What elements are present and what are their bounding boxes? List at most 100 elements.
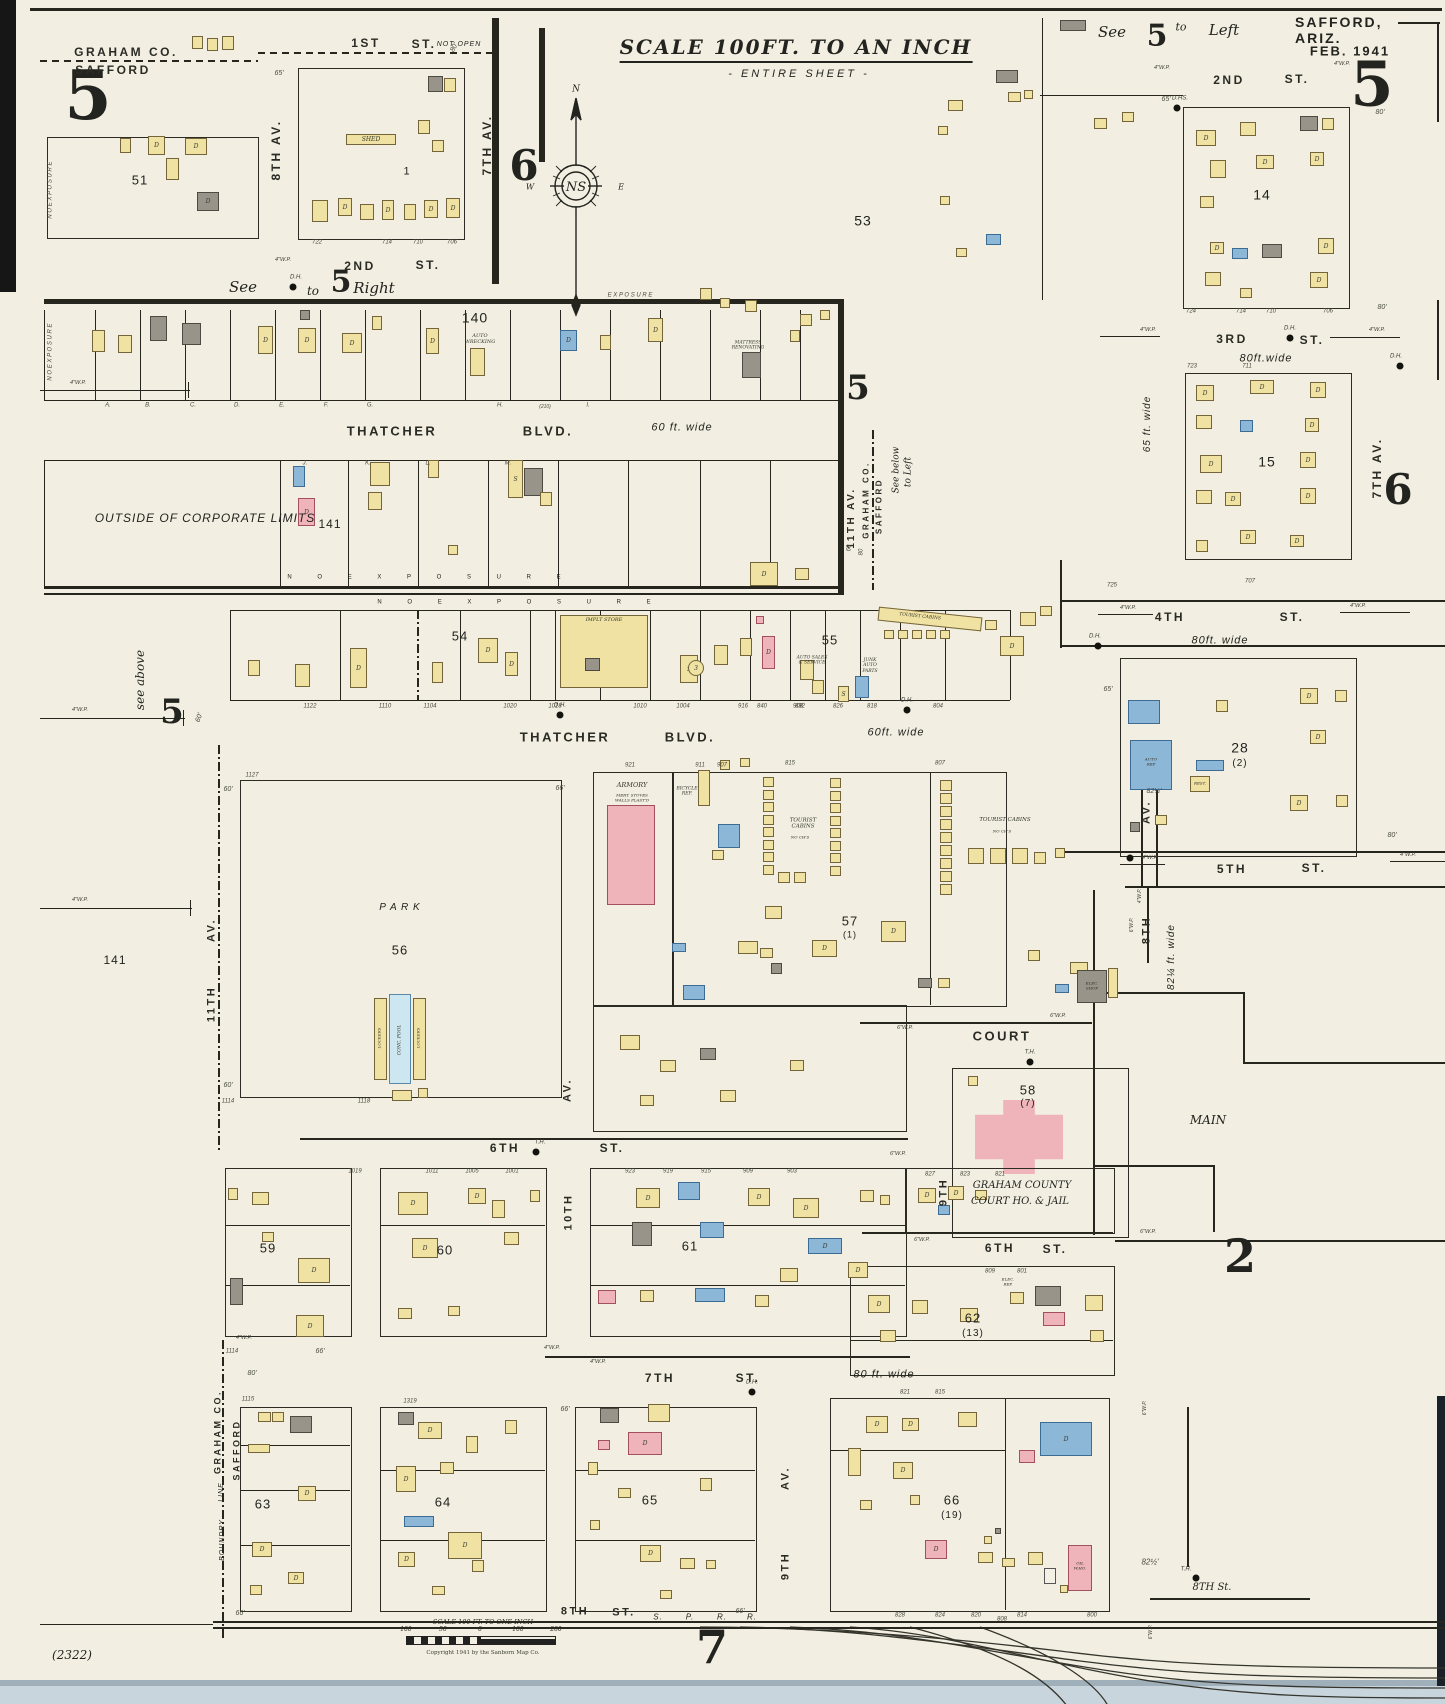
building	[958, 1412, 977, 1427]
map-label: REST.	[1193, 780, 1207, 786]
map-line	[1340, 612, 1410, 613]
map-label: ST.	[735, 1370, 761, 1385]
building	[1035, 1286, 1061, 1306]
map-label: ELEC. REP.	[1001, 1276, 1015, 1286]
map-label: to	[1175, 20, 1187, 34]
map-line	[1120, 864, 1165, 865]
map-line	[590, 1285, 905, 1286]
map-label: 821	[899, 1389, 911, 1396]
map-label: THATCHER	[346, 423, 438, 439]
map-label: 2ND	[1213, 72, 1245, 87]
map-line	[1390, 861, 1445, 862]
building	[763, 777, 774, 787]
building	[392, 1090, 412, 1101]
building	[926, 630, 936, 639]
building	[368, 492, 382, 510]
building: D	[148, 136, 165, 155]
sheet-number-topleft: 5	[64, 56, 112, 136]
map-label: R.	[747, 1612, 757, 1622]
building: D	[640, 1545, 661, 1562]
map-label: 711	[1242, 363, 1252, 370]
map-label: BOUNDRY	[218, 1519, 226, 1561]
building	[524, 468, 543, 496]
building: D	[426, 328, 439, 354]
map-line	[40, 908, 192, 909]
building: D	[1196, 130, 1216, 146]
building: D	[1310, 272, 1328, 288]
map-label: 809	[984, 1268, 996, 1275]
building	[1090, 1330, 1104, 1342]
map-label: 908	[792, 703, 804, 710]
map-label: 2ND	[344, 258, 376, 273]
map-label: 8TH	[560, 1605, 590, 1618]
map-line	[188, 382, 189, 398]
map-label: L.	[425, 460, 431, 467]
map-label: 6	[509, 141, 539, 191]
map-label: 1020	[503, 703, 517, 710]
map-label: D.H.	[1284, 325, 1296, 332]
map-label: See below	[891, 446, 902, 494]
map-label: TOURIST CABINS	[789, 817, 817, 830]
map-line	[225, 1285, 350, 1286]
building: D	[866, 1416, 888, 1433]
map-line	[1213, 1165, 1215, 1232]
scale-bar-tick-label: 0	[478, 1626, 482, 1633]
building: D	[1290, 535, 1304, 547]
building	[370, 462, 390, 486]
building	[432, 140, 444, 152]
building	[720, 760, 730, 770]
map-line	[1062, 600, 1445, 602]
map-label: D.H.	[746, 1379, 758, 1386]
map-line	[280, 460, 281, 586]
map-line	[213, 1627, 1445, 1629]
map-line	[488, 460, 489, 586]
map-label: 60'	[194, 712, 205, 724]
map-label: 3RD	[1216, 331, 1248, 346]
map-line	[575, 1540, 755, 1541]
map-line	[1141, 760, 1143, 888]
map-label: 5	[160, 691, 184, 732]
map-label: ST.	[1042, 1241, 1068, 1256]
page-edge-bottom-shadow	[0, 1680, 1445, 1686]
building	[820, 310, 830, 320]
map-label: 66'	[555, 784, 565, 792]
building	[738, 941, 758, 954]
map-label: 4TH	[1154, 609, 1186, 624]
building: D	[925, 1540, 947, 1559]
scale-bar-tick-label: 50	[439, 1626, 447, 1633]
building	[830, 828, 841, 838]
building: D	[628, 1432, 662, 1455]
building: D	[382, 200, 394, 220]
map-line	[418, 460, 419, 586]
building	[293, 466, 305, 487]
map-label: 59	[259, 1240, 277, 1256]
map-line	[230, 610, 231, 700]
map-label: MAIN	[1189, 1112, 1227, 1127]
building: D	[1300, 488, 1316, 504]
building	[1085, 1295, 1103, 1311]
building	[1040, 606, 1052, 616]
map-line	[380, 1470, 545, 1471]
map-label: 814	[1016, 1612, 1028, 1619]
map-line	[320, 310, 321, 400]
scale-bar-tick-label: 100	[512, 1626, 524, 1633]
map-label: See	[1097, 23, 1127, 42]
map-label: 1ST	[351, 35, 381, 50]
building	[418, 1088, 428, 1098]
map-line	[95, 310, 96, 400]
building: D	[342, 333, 362, 353]
map-label: BLVD.	[522, 423, 574, 439]
map-line	[1098, 614, 1153, 615]
building	[1068, 1545, 1092, 1591]
building: S	[508, 460, 523, 498]
building: D	[412, 1238, 438, 1258]
map-label: 4"W.P.	[1349, 602, 1367, 609]
block-outline	[1185, 373, 1352, 560]
map-label: 1011	[425, 1168, 439, 1175]
map-label: OIL W.HO.	[1073, 1560, 1087, 1570]
map-label: 57	[841, 913, 859, 929]
building: D	[446, 198, 460, 218]
building	[714, 645, 728, 665]
map-line	[230, 610, 1010, 611]
building	[940, 858, 952, 869]
